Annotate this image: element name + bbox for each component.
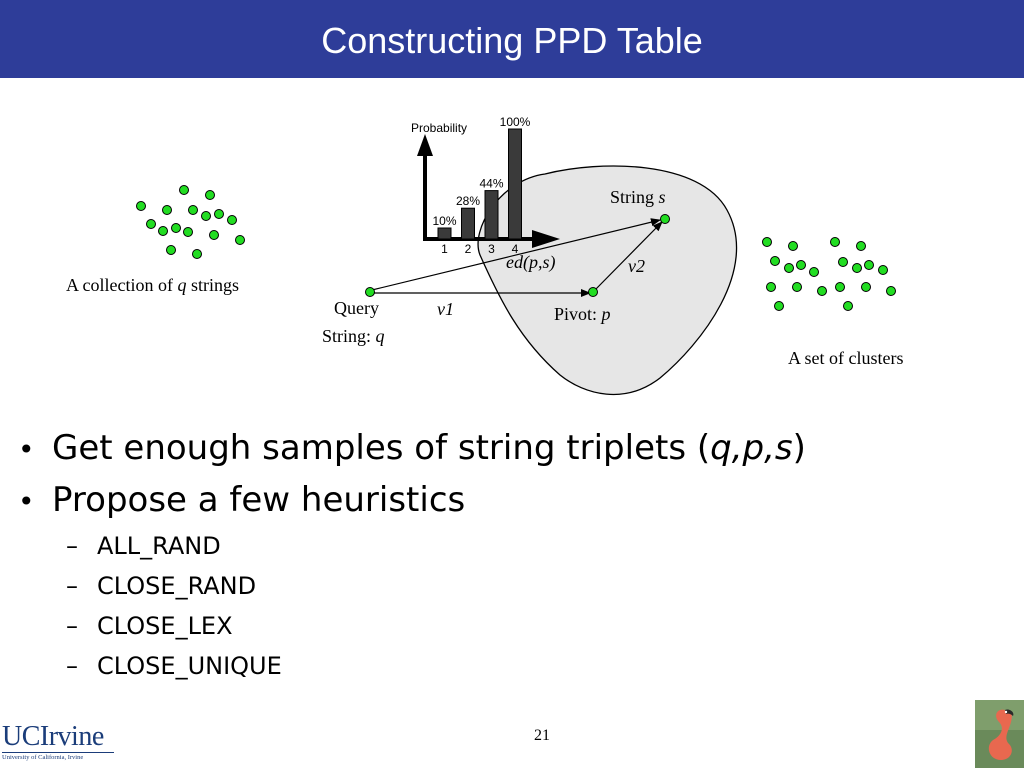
heuristic-item: –CLOSE_UNIQUE xyxy=(66,652,806,692)
string-point xyxy=(660,214,670,224)
cluster-dot xyxy=(766,282,776,292)
cluster-dot xyxy=(788,241,798,251)
cluster-dot xyxy=(843,301,853,311)
bullet-heuristics-text: Propose a few heuristics xyxy=(52,480,466,520)
uci-logo-name: UCIrvine xyxy=(2,721,104,752)
cluster-dot xyxy=(792,282,802,292)
string-dot xyxy=(162,205,172,215)
dash-icon: – xyxy=(66,532,78,560)
cluster-dot xyxy=(817,286,827,296)
string-dot xyxy=(188,205,198,215)
v1-label: v1 xyxy=(437,299,454,319)
edit-distance-label: ed(p,s) xyxy=(506,252,555,273)
x-tick-label: 1 xyxy=(441,242,448,256)
v2-label: v2 xyxy=(628,256,645,276)
bar-value-label: 100% xyxy=(500,115,531,129)
query-label-line2: String: q xyxy=(322,326,385,346)
uci-logo-subtitle: University of California, Irvine xyxy=(2,752,114,761)
heuristic-item: –CLOSE_RAND xyxy=(66,572,806,612)
flamingo-icon xyxy=(975,700,1024,768)
probability-histogram: Probability 10% 1 28% 2 44% 3 100% 4 xyxy=(411,115,560,256)
x-tick-label: 2 xyxy=(465,242,472,256)
cluster-dot xyxy=(796,260,806,270)
query-to-string-arrow xyxy=(371,218,661,291)
histogram-bar xyxy=(508,128,522,240)
string-dot xyxy=(136,201,146,211)
string-dot xyxy=(158,226,168,236)
bar-value-label: 10% xyxy=(432,214,456,228)
cluster-dot xyxy=(838,257,848,267)
bullet-heuristics: • Propose a few heuristics xyxy=(18,480,806,532)
ppd-diagram: Probability 10% 1 28% 2 44% 3 100% 4 A collecti… xyxy=(66,115,903,396)
heuristic-label: ALL_RAND xyxy=(97,532,221,560)
string-dot xyxy=(205,190,215,200)
x-axis-arrow-icon xyxy=(532,230,560,248)
title-bar xyxy=(0,0,1024,78)
pivot-point xyxy=(588,287,598,297)
cluster-dot xyxy=(864,260,874,270)
string-dot xyxy=(166,245,176,255)
cluster-dot xyxy=(770,256,780,266)
cluster-dot xyxy=(835,282,845,292)
string-dot xyxy=(192,249,202,259)
cluster-dot xyxy=(809,267,819,277)
heuristic-label: CLOSE_UNIQUE xyxy=(97,652,282,680)
heuristic-item: –CLOSE_LEX xyxy=(66,612,806,652)
string-dot xyxy=(171,223,181,233)
string-dot xyxy=(146,219,156,229)
cluster-dot xyxy=(774,301,784,311)
string-dot xyxy=(179,185,189,195)
string-dot xyxy=(209,230,219,240)
histogram-bar xyxy=(484,190,499,240)
dash-icon: – xyxy=(66,612,78,640)
heuristic-item: –ALL_RAND xyxy=(66,532,806,572)
cluster-dot xyxy=(762,237,772,247)
collection-label: A collection of q strings xyxy=(66,275,239,295)
y-axis-arrow-icon xyxy=(417,134,433,156)
cluster-dots xyxy=(762,237,896,311)
cluster-dot xyxy=(830,237,840,247)
cluster-dot xyxy=(856,241,866,251)
pivot-label: Pivot: p xyxy=(554,304,611,324)
cluster-dot xyxy=(852,263,862,273)
bullet-samples-text: Get enough samples of string triplets (q… xyxy=(52,428,806,468)
string-dot xyxy=(227,215,237,225)
string-label: String s xyxy=(610,187,666,207)
string-dot xyxy=(183,227,193,237)
x-tick-label: 4 xyxy=(512,242,519,256)
v2-arrow xyxy=(593,221,663,292)
pivot-cluster-region xyxy=(477,165,738,396)
bar-value-label: 28% xyxy=(456,194,480,208)
clusters-label: A set of clusters xyxy=(788,348,903,368)
histogram-bar xyxy=(461,207,475,240)
string-dot xyxy=(235,235,245,245)
bullet-icon: • xyxy=(18,485,35,518)
heuristic-label: CLOSE_LEX xyxy=(97,612,233,640)
bullet-samples: • Get enough samples of string triplets … xyxy=(18,428,806,480)
slide-title: Constructing PPD Table xyxy=(321,20,703,61)
histogram-bar xyxy=(437,227,452,240)
dash-icon: – xyxy=(66,652,78,680)
page-number: 21 xyxy=(534,727,550,744)
histogram-ylabel: Probability xyxy=(411,121,467,135)
bullet-list: • Get enough samples of string triplets … xyxy=(18,428,806,692)
dash-icon: – xyxy=(66,572,78,600)
cluster-dot xyxy=(878,265,888,275)
bar-value-label: 44% xyxy=(479,177,503,191)
query-point xyxy=(365,287,375,297)
heuristic-label: CLOSE_RAND xyxy=(97,572,257,600)
query-label-line1: Query xyxy=(334,298,379,318)
x-tick-label: 3 xyxy=(488,242,495,256)
cluster-dot xyxy=(886,286,896,296)
string-dot xyxy=(201,211,211,221)
string-dot xyxy=(214,209,224,219)
cluster-dot xyxy=(861,282,871,292)
bullet-icon: • xyxy=(18,433,35,466)
cluster-dot xyxy=(784,263,794,273)
collection-dots xyxy=(136,185,245,259)
uci-logo: UCIrvine University of California, Irvin… xyxy=(2,722,114,768)
